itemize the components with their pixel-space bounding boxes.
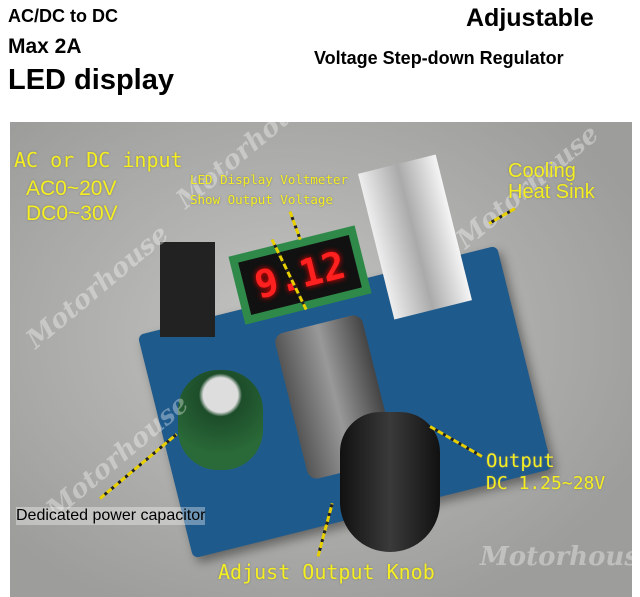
- capacitor: [178, 370, 263, 470]
- header-line-1: AC/DC to DC: [8, 6, 118, 26]
- header-line-3: LED display: [8, 64, 174, 96]
- knob[interactable]: [340, 412, 440, 552]
- display-label-2: Show Output Voltage: [190, 192, 333, 207]
- header-line-2: Max 2A: [8, 35, 82, 58]
- input-ac-label: AC0~20V: [26, 177, 117, 200]
- product-photo: Motorhouse Motorhouse Motorhouse Motorho…: [10, 122, 632, 597]
- output-label-1: Output: [486, 450, 555, 472]
- output-label-2: DC 1.25~28V: [486, 473, 606, 494]
- bridge-component: [160, 242, 215, 337]
- display-label-1: LED Display Voltmeter: [190, 172, 349, 187]
- input-dc-label: DC0~30V: [26, 202, 118, 225]
- sink-label-2: Heat Sink: [508, 181, 595, 203]
- capacitor-label: Dedicated power capacitor: [16, 507, 206, 525]
- header-title: Adjustable: [466, 4, 594, 32]
- watermark: Motorhouse: [480, 542, 632, 572]
- header-subtitle: Voltage Step-down Regulator: [314, 48, 564, 68]
- sink-label-1: Cooling: [508, 160, 576, 182]
- knob-label: Adjust Output Knob: [218, 560, 435, 584]
- input-title-label: AC or DC input: [14, 148, 183, 172]
